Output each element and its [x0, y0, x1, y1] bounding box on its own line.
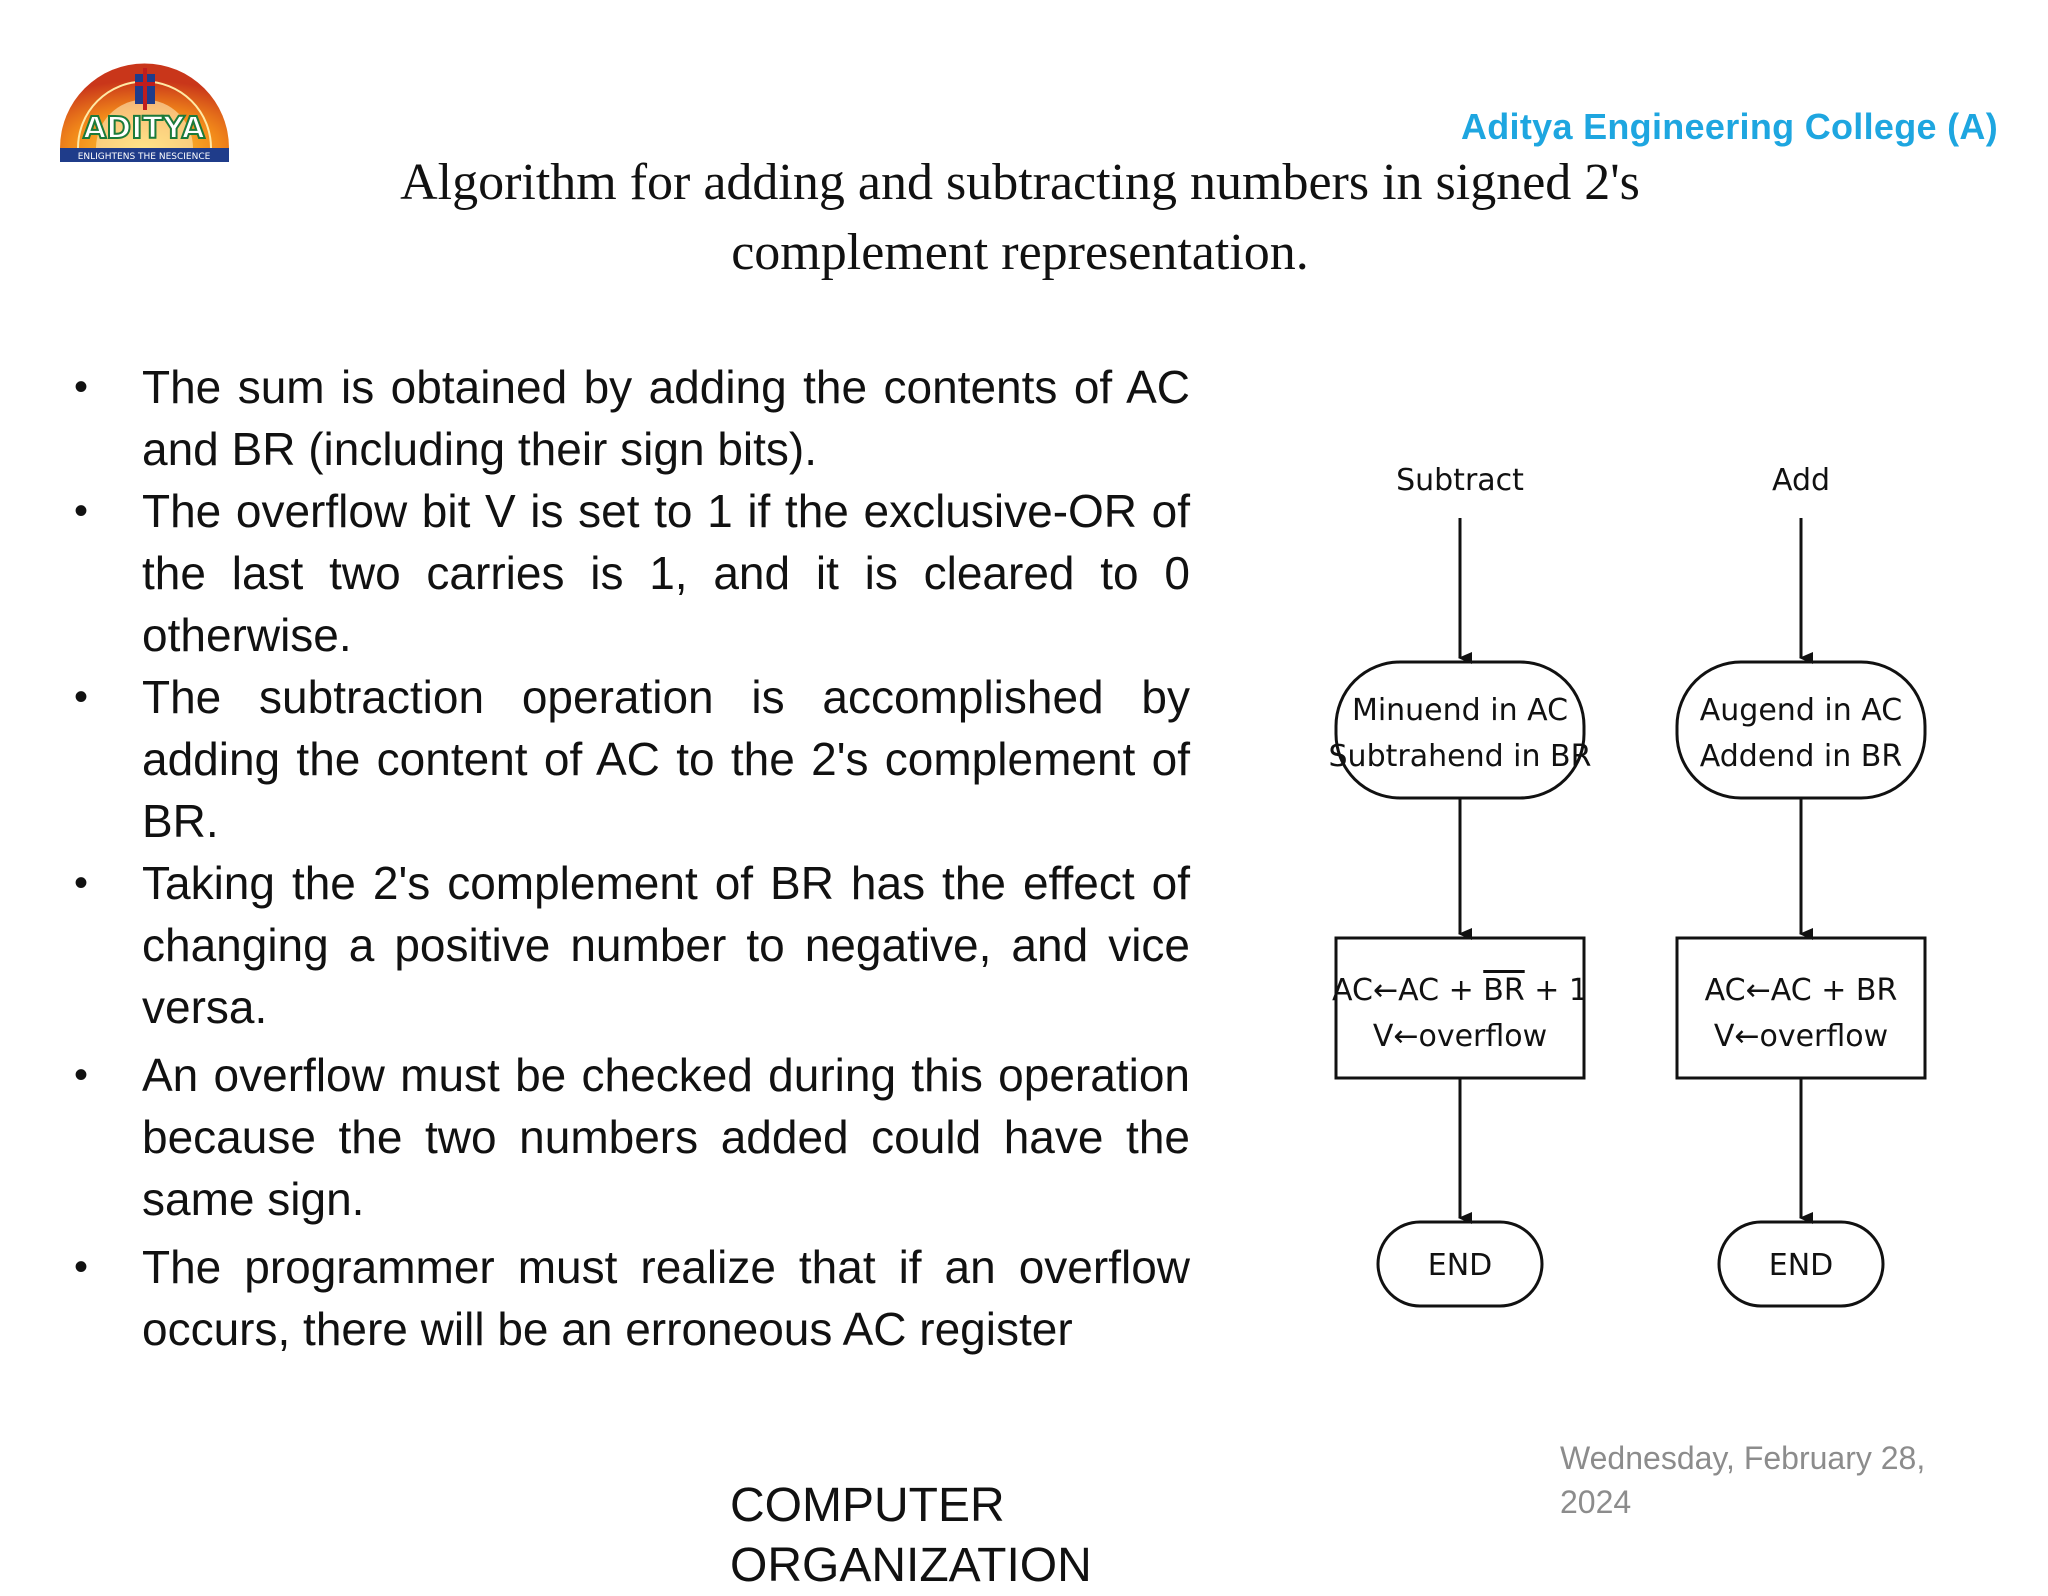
add-end-box: [1717, 1220, 1885, 1308]
bullet-dot: •: [74, 1245, 89, 1289]
subtract-start-line-1: Minuend in AC: [1352, 693, 1568, 728]
add-start-line-1: Augend in AC: [1700, 693, 1902, 728]
bullet-dot: •: [74, 675, 89, 719]
add-label: Add: [1772, 463, 1830, 498]
add-op-line-1: AC←AC + BR: [1705, 973, 1898, 1008]
title-line-1: Algorithm for adding and subtracting num…: [400, 154, 1640, 211]
subtract-end-box: [1376, 1220, 1544, 1308]
slide-title: Algorithm for adding and subtracting num…: [300, 148, 1740, 288]
svg-text:ENLIGHTENS THE NESCIENCE: ENLIGHTENS THE NESCIENCE: [78, 152, 211, 162]
subtract-start-box: [1334, 660, 1586, 800]
subtract-end-label: END: [1428, 1248, 1493, 1283]
subtract-op-line-2: V←overflow: [1373, 1019, 1547, 1054]
bullet-item: •The overflow bit V is set to 1 if the e…: [70, 480, 1190, 666]
college-name: Aditya Engineering College (A): [1460, 106, 1998, 147]
title-line-2: complement representation.: [731, 224, 1309, 281]
flowchart: Subtract Add Minuend in AC Subtrahend in…: [1329, 463, 1927, 1308]
course-name: COMPUTER ORGANIZATION: [730, 1479, 1092, 1592]
bullet-item: •The programmer must realize that if an …: [70, 1236, 1190, 1360]
bullet-item: •The subtraction operation is accomplish…: [70, 666, 1190, 852]
bullet-dot: •: [74, 365, 89, 409]
bullet-item: •Taking the 2's complement of BR has the…: [70, 852, 1190, 1038]
add-end-label: END: [1769, 1248, 1834, 1283]
college-logo: ADITYA ENLIGHTENS THE NESCIENCE: [60, 63, 229, 162]
add-op-box: [1675, 936, 1927, 1080]
add-start-box: [1675, 660, 1927, 800]
add-start-line-2: Addend in BR: [1700, 739, 1902, 774]
add-op-line-2: V←overflow: [1714, 1019, 1888, 1054]
bullet-item: •An overflow must be checked during this…: [70, 1044, 1190, 1230]
bullet-dot: •: [74, 489, 89, 533]
subtract-op-box: [1334, 936, 1586, 1080]
subtract-op-line-1: AC←AC + BR + 1: [1332, 973, 1588, 1008]
bullet-item: •The sum is obtained by adding the conte…: [70, 356, 1190, 480]
slide-date: Wednesday, February 28, 2024: [1560, 1440, 1926, 1520]
subtract-label: Subtract: [1396, 463, 1524, 498]
svg-text:ADITYA: ADITYA: [83, 111, 206, 146]
bullet-dot: •: [74, 861, 89, 905]
bullet-dot: •: [74, 1053, 89, 1097]
subtract-start-line-2: Subtrahend in BR: [1329, 739, 1592, 774]
br-complement: BR: [1483, 973, 1524, 1008]
bullet-list: •The sum is obtained by adding the conte…: [70, 356, 1190, 1360]
